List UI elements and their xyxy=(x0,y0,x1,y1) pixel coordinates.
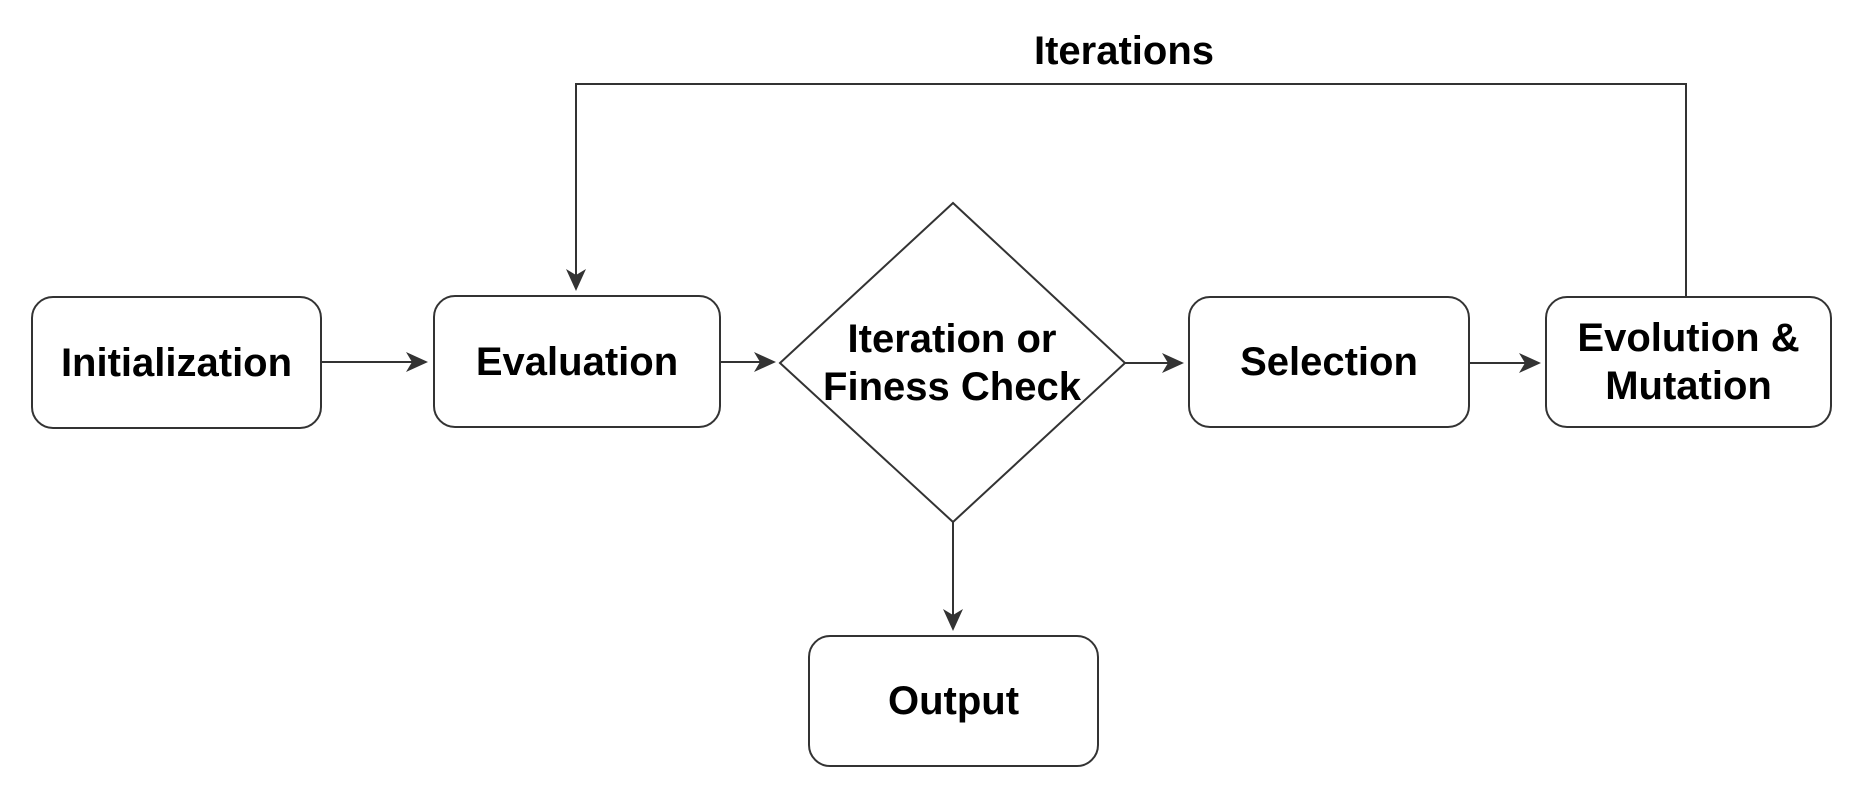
iterations-edge-label-text: Iterations xyxy=(1033,28,1215,73)
node-output-label: Output xyxy=(887,679,1020,723)
node-initialization-label: Initialization xyxy=(60,340,293,385)
arrow-iterations-loop xyxy=(566,83,1687,296)
node-evolution-mutation-label-line1: Evolution & xyxy=(1577,316,1800,360)
node-evaluation-label: Evaluation xyxy=(475,339,679,384)
iterations-edge-label: Iterations xyxy=(1004,28,1244,74)
node-selection-label: Selection xyxy=(1240,340,1418,384)
node-selection: Selection xyxy=(1188,296,1470,428)
node-evolution-mutation-label-line2: Mutation xyxy=(1605,364,1772,408)
node-evaluation: Evaluation xyxy=(433,295,721,428)
node-evolution-mutation: Evolution & Mutation xyxy=(1545,296,1832,428)
node-output: Output xyxy=(808,635,1099,767)
node-initialization: Initialization xyxy=(31,296,322,429)
decision-diamond-shape xyxy=(778,201,1127,524)
